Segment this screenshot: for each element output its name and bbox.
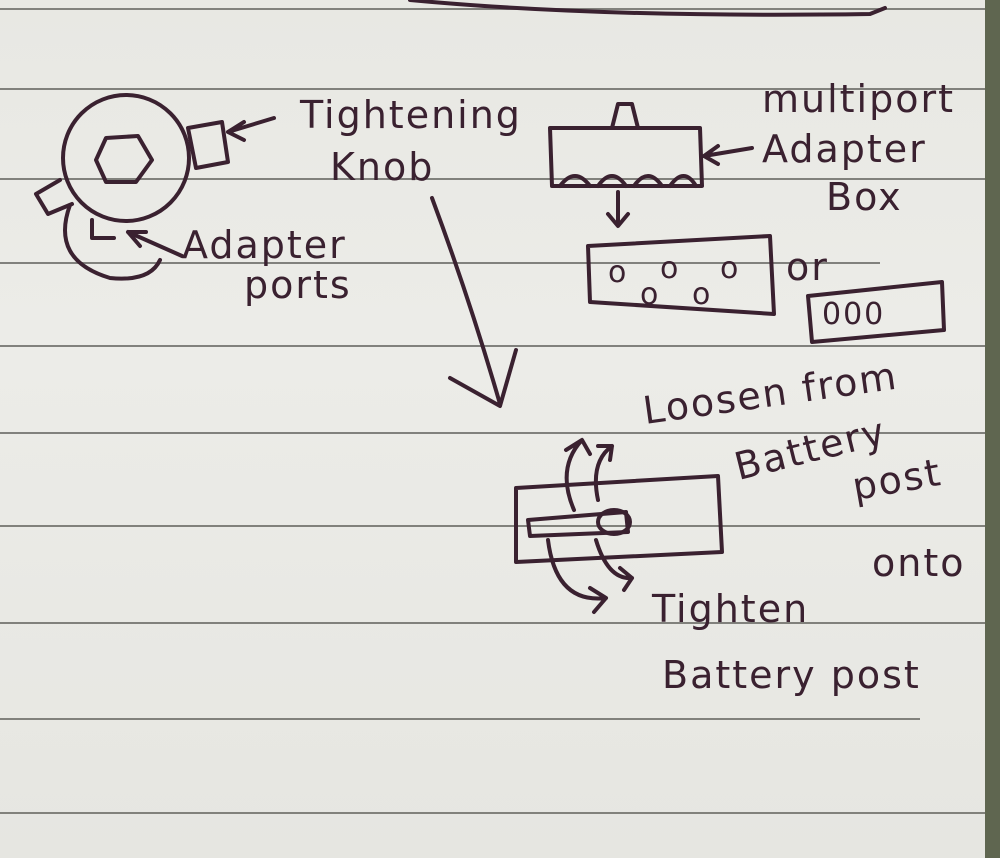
knob-label: Knob [330,145,435,189]
ports-label: ports [244,263,352,307]
tightening-arrow [226,116,276,142]
down-arrow-small [606,190,630,228]
or-label: or [786,245,829,289]
port-hole-glyph: o [660,251,678,286]
adapter-box-ports [558,174,698,188]
multiport-label: multiport [762,77,956,121]
multiport-adapter-label: Adapter [762,127,927,171]
loosen-arrows [564,438,614,512]
adapter-port-stub [90,218,116,240]
ruled-line [0,262,880,264]
tighten-arrows [546,538,634,614]
port-hole-glyph: o [692,277,710,312]
onto-label: onto [872,541,966,585]
ruled-line [0,718,920,720]
knob-hexagon [94,134,154,184]
ruled-line [0,432,985,434]
knob-left-tab [34,178,74,216]
adapter-box-knob [610,102,640,130]
port-hole-glyph: o [720,251,738,286]
top-pen-stroke [408,0,887,17]
option-box-small [806,280,946,344]
adapter-ports-arrow [126,230,184,258]
battery-post-label: Battery post [662,653,921,697]
battery-post-knob [596,508,632,536]
option-box-large [586,234,776,316]
ruled-line [0,812,985,814]
ruled-line [0,345,985,347]
knob-outer-circle [61,93,191,223]
port-hole-glyph: o [640,277,658,312]
ruled-line [0,88,985,90]
tightening-knob-tab [186,120,230,170]
small-box-holes: 000 [822,297,886,332]
tighten-label: Tighten [652,587,810,631]
ruled-line [0,178,985,180]
adapter-box-arrow [702,144,754,166]
ruled-line [0,8,985,10]
battery-clamp-body [514,474,724,564]
box-label: Box [826,175,903,219]
tightening-label: Tightening [300,93,522,137]
battery-post-bar [526,510,630,538]
adapter-label: Adapter [182,223,347,267]
ruled-line [0,525,985,527]
adapter-port-loop [63,203,162,281]
ruled-line [0,622,985,624]
port-hole-glyph: o [608,255,626,290]
adapter-box-outline [548,126,704,188]
long-down-arrow [430,196,518,408]
